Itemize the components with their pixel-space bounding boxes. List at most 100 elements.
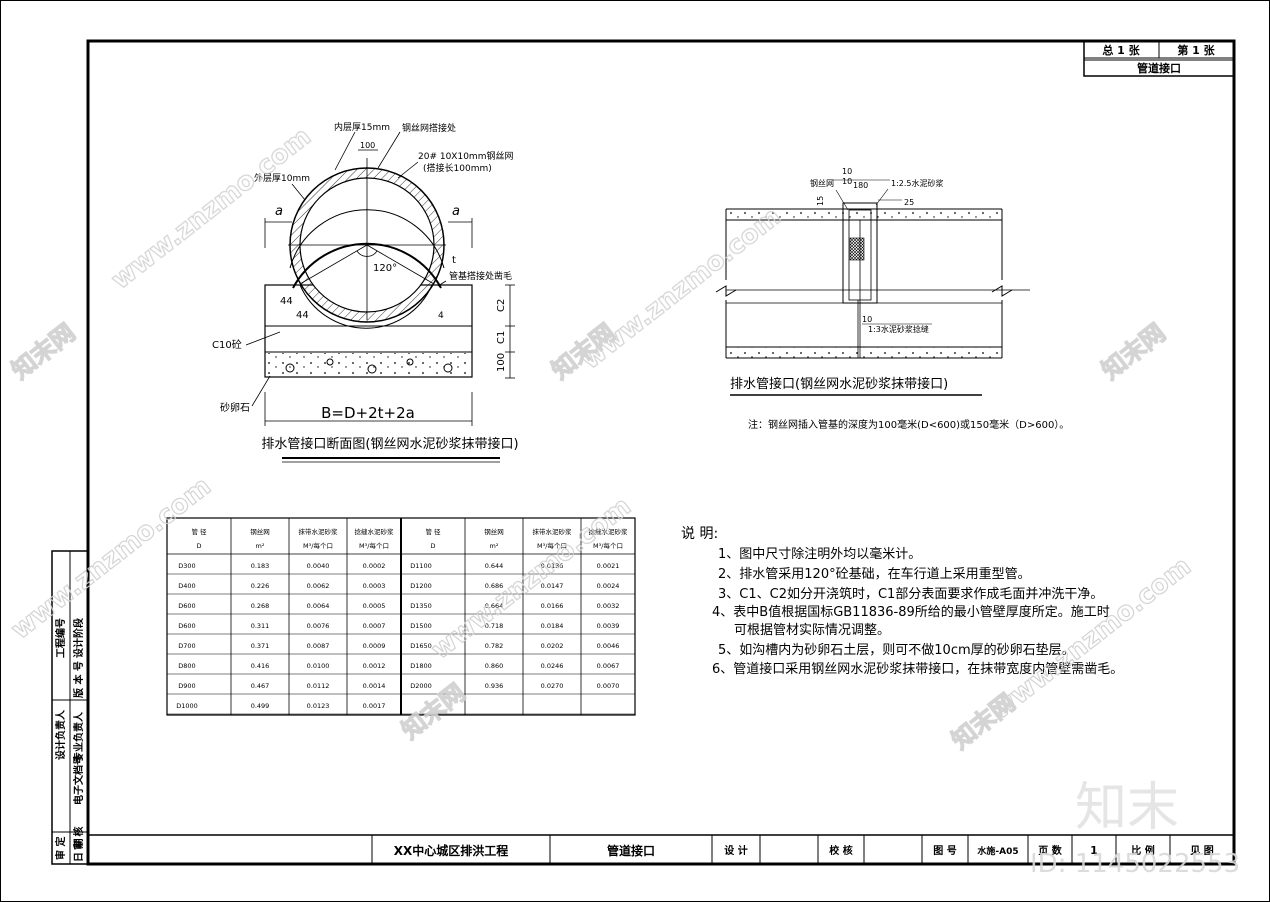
watermark-logo: 知末 (1075, 778, 1179, 838)
note-4: 4、表中B值根据国标GB11836-89所给的最小管壁厚度所定。施工时 (712, 604, 1110, 620)
dim-10b: 10 (842, 177, 852, 186)
total-sheets: 总 1 张 (1102, 43, 1140, 57)
a-right: a (452, 204, 460, 219)
mesh-label: 钢丝网 (810, 178, 834, 188)
watermark-cn-1: 知末网 (6, 318, 80, 384)
table-header-cell: 管 径 (191, 527, 207, 536)
table-cell: 0.0046 (597, 642, 620, 650)
table-cell: D900 (178, 682, 195, 690)
table-cell: 0.0005 (363, 602, 386, 610)
c10-label: C10砼 (212, 338, 242, 351)
bottom-title-bar: XX中心城区排洪工程 管道接口 设 计 校 核 图 号 水施-A05 页 数 1… (87, 834, 1235, 865)
table-header-cell: 钢丝网 (484, 527, 504, 536)
table-cell: 0.0003 (363, 582, 386, 590)
table-cell: D1500 (410, 622, 432, 630)
dim-15: 15 (816, 196, 825, 206)
table-header-unit: D (430, 542, 435, 550)
table-cell: 0.0064 (307, 602, 330, 610)
table-header-cell: 抹带水泥砂浆 (299, 527, 339, 536)
table-cell: D1800 (410, 662, 432, 670)
pipe-section-figure: 44 44 4 120° a a t 内层厚15mm 钢丝网搭接处 100 20 (212, 121, 519, 463)
drawing-name: 管道接口 (607, 843, 655, 858)
c1-dim: C1 (496, 331, 507, 344)
strip-version: 版 本 号 (72, 661, 85, 698)
table-cell: 0.0014 (363, 682, 386, 690)
table-cell: 0.0007 (363, 622, 386, 630)
strip-design-stage: 设计阶段 (72, 618, 85, 658)
strip-review: 审 核 (72, 827, 85, 850)
table-cell: D600 (178, 622, 195, 630)
table-cell: D2000 (410, 682, 432, 690)
table-cell: 0.936 (485, 682, 504, 690)
table-cell: 0.499 (251, 702, 270, 710)
table-cell: 0.0270 (541, 682, 564, 690)
table-cell: 0.0067 (597, 662, 620, 670)
scale-label: 比 例 (1131, 844, 1154, 857)
watermark-site-1: www.znzmo.com (106, 122, 317, 296)
table-header-unit: M³/每个口 (303, 541, 333, 550)
table-cell: 0.782 (485, 642, 504, 650)
table-cell: 0.0002 (363, 562, 386, 570)
table-cell: D400 (178, 582, 195, 590)
table-header-unit: M³/每个口 (359, 541, 389, 550)
fig-no: 水施-A05 (977, 845, 1018, 857)
table-cell: 0.0147 (541, 582, 564, 590)
table-cell: D1650 (410, 642, 432, 650)
table-header-cell: 捻缝水泥砂浆 (355, 527, 395, 536)
table-header-unit: m² (256, 542, 265, 550)
table-cell: 0.0202 (541, 642, 564, 650)
strip-approve: 审 定 (54, 837, 67, 860)
right-caption: 排水管接口(钢丝网水泥砂浆抹带接口) (730, 376, 948, 392)
table-cell: 0.0076 (307, 622, 330, 630)
table-header-unit: m² (490, 542, 499, 550)
svg-text:4: 4 (438, 311, 444, 321)
table-header-unit: M³/每个口 (537, 541, 567, 550)
mesh-spec: 20# 10X10mm钢丝网 (418, 150, 513, 162)
table-cell: 0.0009 (363, 642, 386, 650)
table-cell: D300 (178, 562, 195, 570)
table-cell: 0.0087 (307, 642, 330, 650)
a-left: a (275, 204, 283, 219)
table-cell: D1200 (410, 582, 432, 590)
table-cell: 0.860 (485, 662, 504, 670)
pages-label: 页 数 (1038, 844, 1062, 857)
strip-discipline-lead: 专业负责人 (72, 711, 85, 762)
insertion-note: 注：钢丝网插入管基的深度为100毫米(D<600)或150毫米（D>600）。 (748, 418, 1069, 431)
mortar-label: 1:2.5水泥砂浆 (891, 178, 944, 188)
caulk-label: 1:3水泥砂浆捻缝 (868, 324, 929, 334)
dim-25: 25 (904, 198, 914, 207)
table-cell: D700 (178, 642, 195, 650)
watermark-id: ID: 1145022553 (1030, 849, 1240, 879)
notes-block: 说 明: 1、图中尺寸除注明外均以毫米计。 2、排水管采用120°砼基础，在车行… (681, 526, 1123, 677)
table-cell: D800 (178, 662, 195, 670)
mesh-lap-length: (搭接长100mm) (423, 162, 492, 174)
note-3: 3、C1、C2如分开浇筑时，C1部分表面要求作成毛面并冲洗干净。 (718, 586, 1103, 602)
table-cell: 0.718 (485, 622, 504, 630)
notes-title: 说 明: (681, 526, 718, 542)
table-cell: 0.0024 (597, 582, 620, 590)
chisel-note: 管基搭接处凿毛 (449, 270, 512, 282)
table-cell: 0.0100 (307, 662, 330, 670)
table-cell: 0.0070 (597, 682, 620, 690)
strip-file-no: 电子文档号 (72, 755, 85, 805)
mesh-lap: 钢丝网搭接处 (402, 122, 456, 134)
strip-project-no: 工程编号 (54, 618, 67, 658)
note-6: 6、管道接口采用钢丝网水泥砂浆抹带接口，在抹带宽度内管壁需凿毛。 (712, 661, 1123, 677)
dim-10a: 10 (842, 167, 852, 176)
table-cell: 0.183 (251, 562, 270, 570)
table-cell: 0.0166 (541, 602, 564, 610)
inner-thickness: 内层厚15mm (334, 121, 390, 133)
left-caption: 排水管接口断面图(钢丝网水泥砂浆抹带接口) (261, 436, 518, 452)
table-cell: 0.0136 (541, 562, 564, 570)
svg-text:44: 44 (280, 296, 293, 307)
table-cell: 0.0184 (541, 622, 564, 630)
table-cell: D600 (178, 602, 195, 610)
strip-date: 日 期 (72, 839, 85, 862)
check-label: 校 核 (829, 844, 852, 857)
table-cell: 0.371 (251, 642, 270, 650)
watermarks: www.znzmo.com www.znzmo.com www.znzmo.co… (5, 121, 1240, 879)
table-cell: 0.311 (251, 622, 270, 630)
